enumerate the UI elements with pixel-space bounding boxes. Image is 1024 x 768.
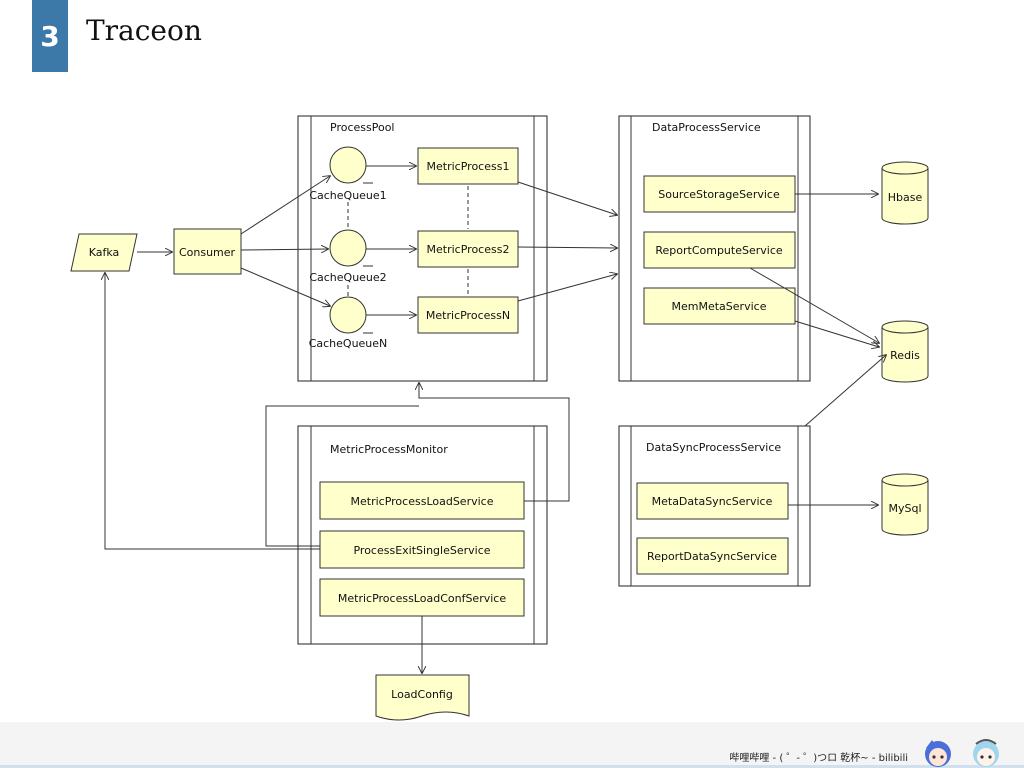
metric-process-n-label: MetricProcessN xyxy=(426,309,510,322)
slide-title: Traceon xyxy=(86,14,202,47)
load-config-document: LoadConfig xyxy=(375,674,470,721)
kafka-node: Kafka xyxy=(70,233,138,272)
edge-process1-dps xyxy=(517,181,617,215)
edge-data-sync-redis xyxy=(804,355,886,427)
meta-data-sync-service-node: MetaDataSyncService xyxy=(636,482,789,520)
data-sync-process-service-label: DataSyncProcessService xyxy=(646,441,781,454)
load-config-label: LoadConfig xyxy=(391,688,453,701)
cache-queue-1-label: CacheQueue1 xyxy=(309,189,386,202)
metric-process-2-node: MetricProcess2 xyxy=(417,230,519,268)
data-process-service-label: DataProcessService xyxy=(652,121,761,134)
source-storage-service-node: SourceStorageService xyxy=(643,175,796,213)
edge-processn-dps xyxy=(517,274,617,302)
source-storage-service-label: SourceStorageService xyxy=(658,188,780,201)
metric-process-monitor-label: MetricProcessMonitor xyxy=(330,443,448,456)
kafka-label: Kafka xyxy=(89,246,120,259)
metric-process-load-conf-service-label: MetricProcessLoadConfService xyxy=(338,592,506,605)
metric-process-load-service-node: MetricProcessLoadService xyxy=(319,481,525,520)
consumer-node: Consumer xyxy=(173,228,242,275)
process-exit-single-service-label: ProcessExitSingleService xyxy=(353,544,490,557)
report-compute-service-node: ReportComputeService xyxy=(643,231,796,269)
edge-exit-service-kafka xyxy=(105,273,320,550)
hbase-database: Hbase xyxy=(881,161,929,225)
report-data-sync-service-label: ReportDataSyncService xyxy=(647,550,777,563)
redis-label: Redis xyxy=(890,349,920,362)
process-exit-single-service-node: ProcessExitSingleService xyxy=(319,530,525,569)
hbase-label: Hbase xyxy=(888,191,923,204)
process-pool-label: ProcessPool xyxy=(330,121,395,134)
cache-queue-2-node: CacheQueue2 xyxy=(309,229,387,284)
redis-database: Redis xyxy=(881,320,929,383)
metric-process-n-node: MetricProcessN xyxy=(417,296,519,334)
mascot-icon-right xyxy=(973,739,999,767)
metric-process-1-label: MetricProcess1 xyxy=(427,160,510,173)
metric-process-load-service-label: MetricProcessLoadService xyxy=(351,495,494,508)
edge-consumer-queuen xyxy=(240,267,330,306)
footer-line xyxy=(0,765,1024,768)
meta-data-sync-service-label: MetaDataSyncService xyxy=(652,495,773,508)
edge-consumer-queue2 xyxy=(240,249,328,250)
metric-process-1-node: MetricProcess1 xyxy=(417,147,519,185)
metric-process-2-label: MetricProcess2 xyxy=(427,243,510,256)
consumer-label: Consumer xyxy=(179,246,236,259)
edge-process2-dps xyxy=(517,247,617,248)
architecture-diagram: ProcessPool DataProcessService MetricPro… xyxy=(70,115,929,721)
cache-queue-1-node: CacheQueue1 xyxy=(309,146,387,202)
report-data-sync-service-node: ReportDataSyncService xyxy=(636,537,789,575)
mysql-database: MySql xyxy=(881,473,929,536)
metric-process-load-conf-service-node: MetricProcessLoadConfService xyxy=(319,578,525,617)
report-compute-service-label: ReportComputeService xyxy=(655,244,783,257)
cache-queue-n-label: CacheQueueN xyxy=(309,337,388,350)
mascot-icon-left xyxy=(925,740,951,767)
edge-exit-service-pool xyxy=(265,405,419,547)
mysql-label: MySql xyxy=(888,502,921,515)
slide-number-badge: 3 xyxy=(32,0,68,72)
cache-queue-2-label: CacheQueue2 xyxy=(309,271,386,284)
edge-report-compute-redis xyxy=(749,267,879,343)
mem-meta-service-node: MemMetaService xyxy=(643,287,796,325)
edge-mem-meta-redis xyxy=(794,320,879,347)
mem-meta-service-label: MemMetaService xyxy=(672,300,767,313)
watermark-text: 哔哩哔哩 - ( ゜- ゜)つロ 乾杯~ - bilibili xyxy=(729,753,908,764)
footer-bar xyxy=(0,722,1024,768)
edge-consumer-queue1 xyxy=(240,176,330,235)
edge-load-service-pool xyxy=(419,383,570,502)
